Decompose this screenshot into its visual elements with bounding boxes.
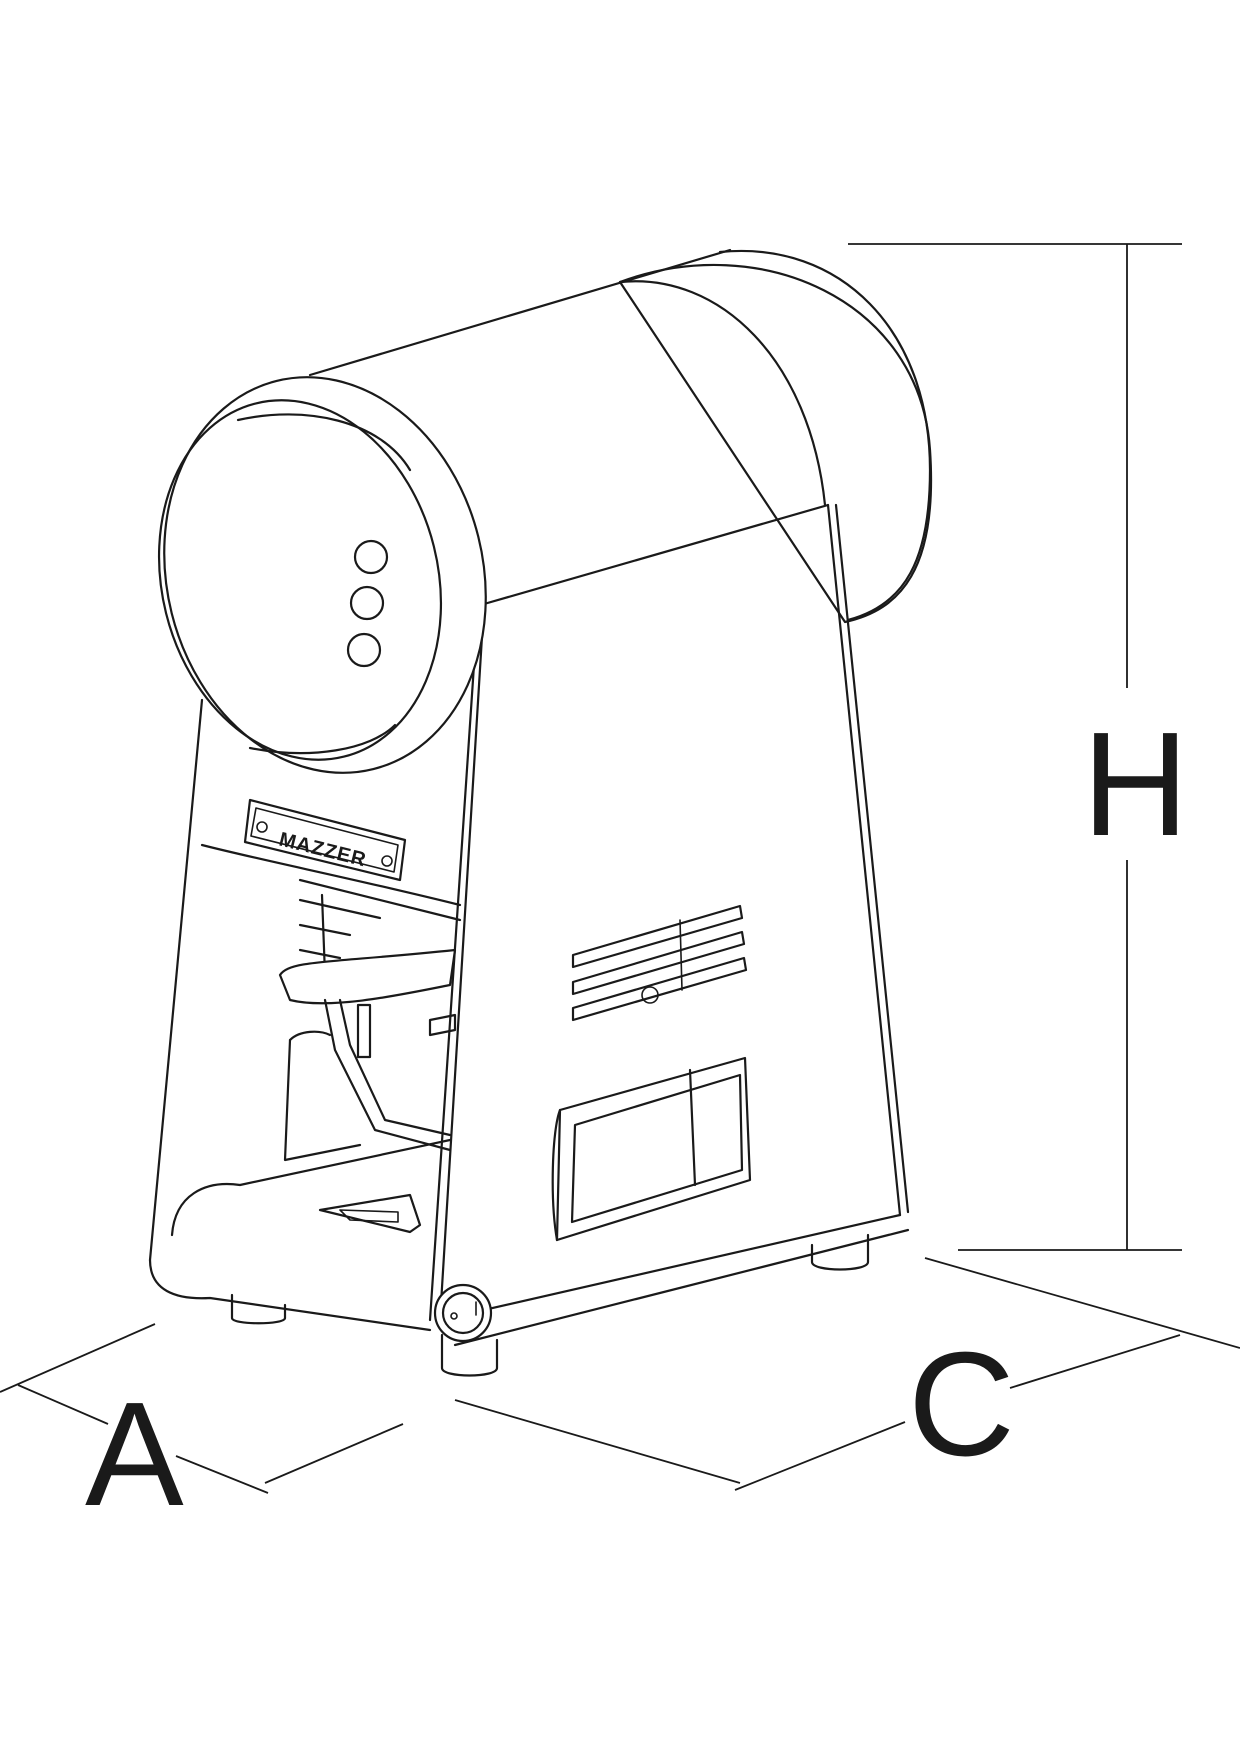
dimension-depth: C [454,1257,1240,1491]
brand-plate: MAZZER [243,798,407,882]
dimension-label-h: H [1082,702,1189,867]
side-opening [551,1056,752,1242]
power-switch [433,1283,493,1343]
indicator-light-icon [346,632,382,668]
indicator-light-icon [353,539,389,575]
front-disc [157,376,487,774]
indicator-light-icon [349,585,385,621]
feet [230,1233,870,1377]
body-side-panel [438,503,910,1347]
dimension-height: H [848,243,1189,1251]
ventilation-grille [571,904,748,1022]
dimension-width: A [0,1323,404,1537]
warning-label [318,1193,422,1234]
body-front-panel [148,648,477,1332]
dimension-label-c: C [908,1322,1015,1487]
portafilter-holder [278,878,462,1162]
dimension-label-a: A [85,1372,184,1537]
motor-cylinder [308,248,933,624]
